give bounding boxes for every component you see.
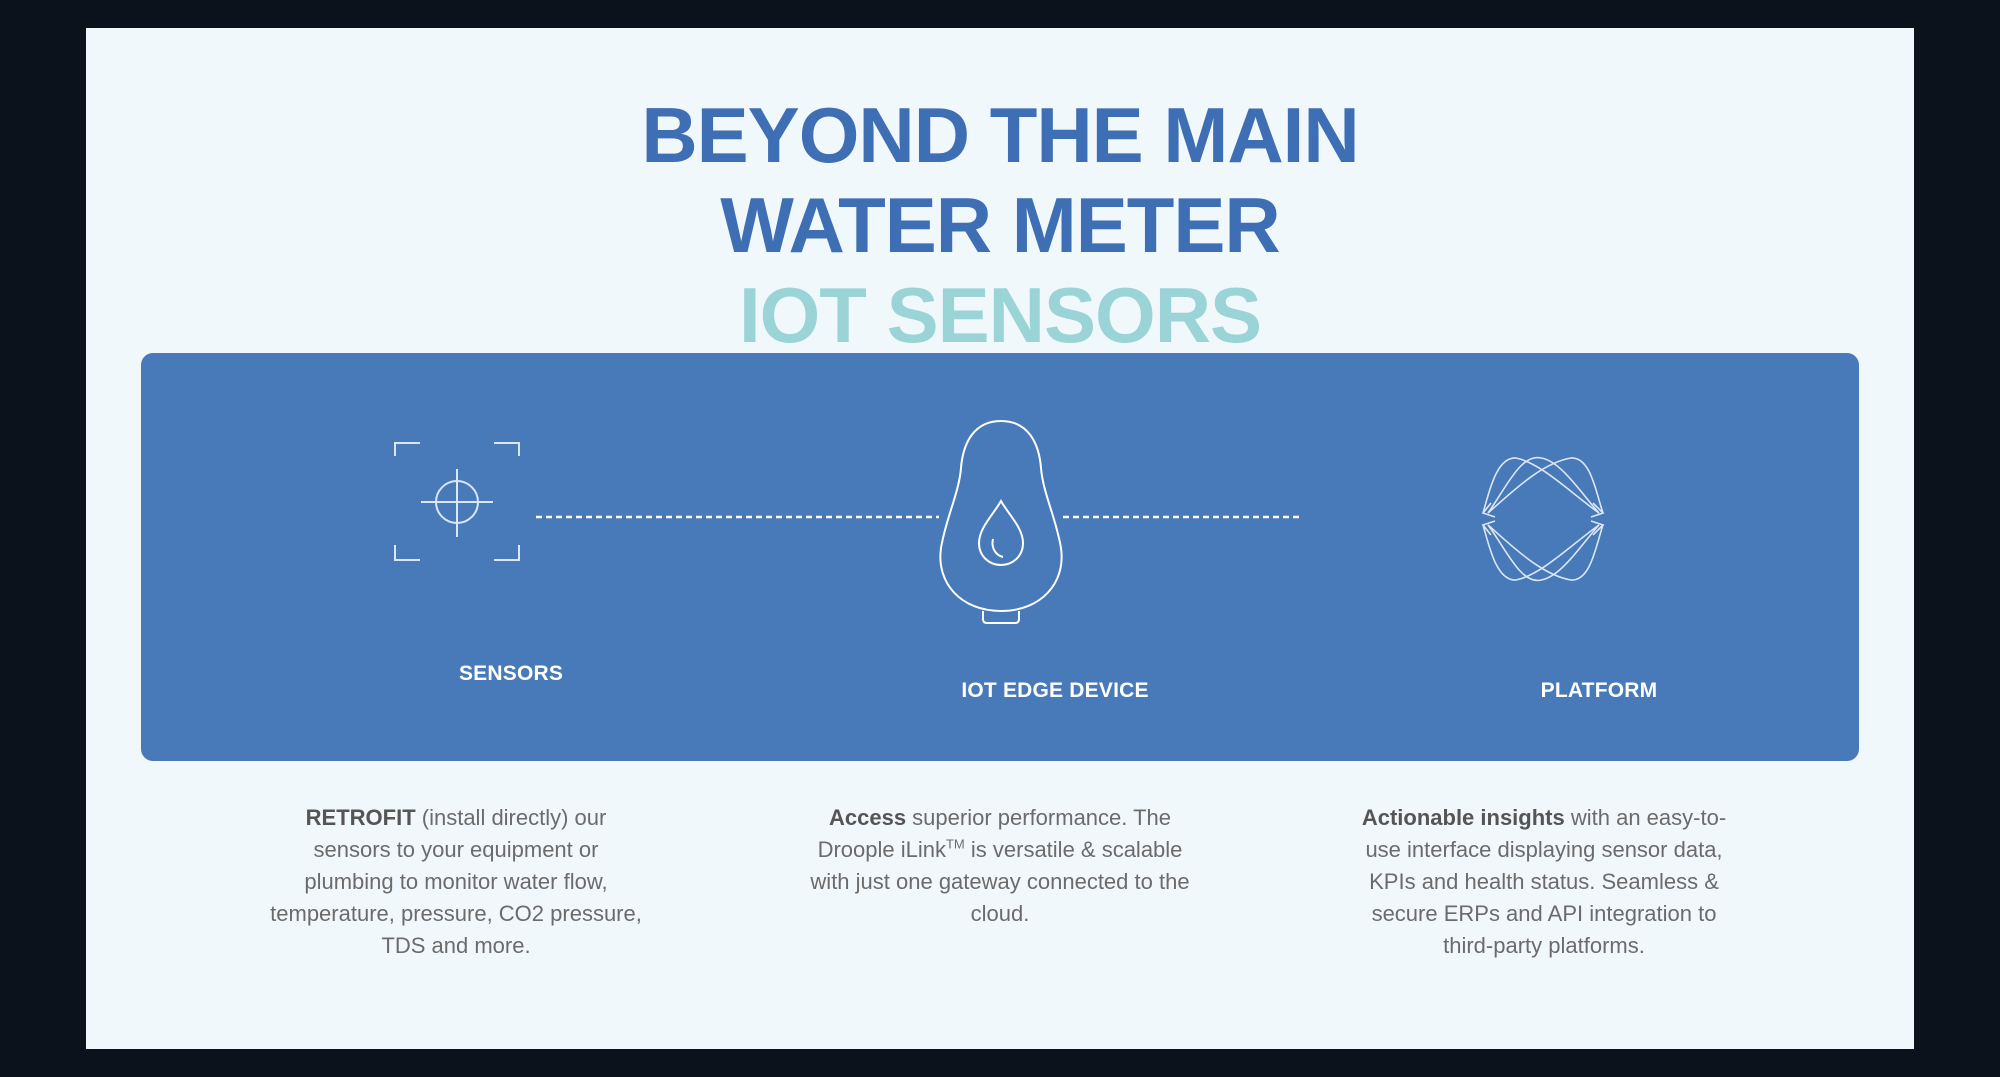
description-platform: Actionable insights with an easy-to-use …: [1354, 802, 1734, 962]
stage-label-sensors: SENSORS: [458, 662, 564, 685]
description-edge-text-2: is versatile & scalable with just one ga…: [810, 837, 1190, 926]
sensor-crosshair-icon: [394, 442, 520, 561]
platform-arrows-icon: [1481, 456, 1605, 582]
slide: BEYOND THE MAIN WATER METER IOT SENSORS: [86, 28, 1914, 1049]
description-platform-text: with an easy-to-use interface displaying…: [1365, 805, 1727, 958]
trademark-mark: TM: [945, 836, 965, 852]
stage-label-iot-edge-device: IOT EDGE DEVICE: [961, 679, 1149, 702]
description-edge-bold: Access: [828, 805, 907, 830]
description-sensors: RETROFIT (install directly) our sensors …: [266, 802, 646, 962]
description-platform-bold: Actionable insights: [1361, 805, 1565, 830]
flow-panel: SENSORS IOT EDGE DEVICE PLATFORM: [141, 353, 1859, 761]
description-edge-text-1: superior performance. The Droople iLink: [817, 805, 1172, 862]
description-sensors-text: (install directly) our sensors to your e…: [270, 805, 642, 958]
flow-graphics: [394, 419, 1605, 624]
title-line-3: IOT SENSORS: [738, 271, 1262, 359]
description-iot-edge-device: Access superior performance. The Droople…: [810, 802, 1190, 930]
description-sensors-bold: RETROFIT: [305, 805, 416, 830]
water-drop-device-icon: [939, 419, 1063, 624]
title-line-1: BEYOND THE MAIN: [641, 91, 1359, 179]
stage-label-platform: PLATFORM: [1540, 679, 1658, 702]
title-line-2: WATER METER: [720, 181, 1281, 269]
